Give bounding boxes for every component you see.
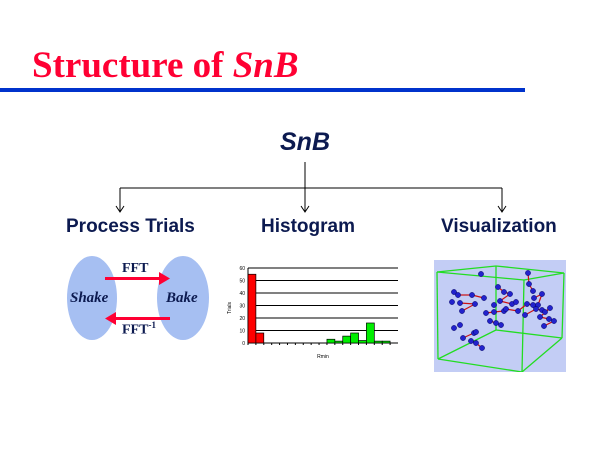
- atom: [459, 308, 465, 314]
- atom: [473, 329, 479, 335]
- molecule-visualization: [434, 260, 566, 372]
- branch-histogram: Histogram: [261, 216, 355, 237]
- box-edge: [437, 358, 523, 372]
- atom: [507, 291, 513, 297]
- y-axis-label: Trials: [227, 301, 233, 314]
- backward-arrow: [113, 317, 170, 320]
- histogram-bar: [381, 340, 391, 344]
- atom: [513, 299, 519, 305]
- bake-ellipse: [157, 256, 209, 340]
- atom: [478, 271, 484, 277]
- atom: [537, 314, 543, 320]
- box-edge: [521, 279, 525, 372]
- atom: [533, 306, 539, 312]
- box-edge: [561, 272, 565, 339]
- histogram-bar: [350, 332, 359, 344]
- forward-arrow: [105, 277, 163, 280]
- atom: [497, 298, 503, 304]
- atom: [525, 270, 531, 276]
- atom: [524, 301, 530, 307]
- atom: [451, 325, 457, 331]
- atom: [491, 309, 497, 315]
- atom: [451, 289, 457, 295]
- atom: [481, 295, 487, 301]
- fft-label: FFT: [122, 261, 149, 276]
- atom: [539, 291, 545, 297]
- box-edge: [495, 265, 565, 274]
- y-tick-label: 60: [239, 266, 245, 272]
- box-edge: [495, 329, 563, 339]
- x-axis-label: Rmin: [317, 354, 329, 360]
- box-edge: [521, 337, 563, 372]
- atom: [457, 322, 463, 328]
- atom: [493, 320, 499, 326]
- atom: [472, 301, 478, 307]
- atom: [460, 335, 466, 341]
- y-tick-label: 0: [242, 341, 245, 347]
- atom: [530, 288, 536, 294]
- atom: [498, 322, 504, 328]
- histogram-bar: [334, 340, 344, 344]
- histogram-bar: [366, 322, 375, 344]
- inverse-fft-sup: -1: [148, 320, 156, 330]
- bake-label: Bake: [166, 290, 198, 306]
- atom: [487, 318, 493, 324]
- inverse-fft-label: FFT-1: [122, 320, 156, 339]
- atom: [491, 302, 497, 308]
- box-edge: [437, 329, 497, 360]
- histogram-bar: [373, 340, 383, 344]
- atom: [469, 292, 475, 298]
- atom: [455, 292, 461, 298]
- atom: [479, 345, 485, 351]
- y-tick-label: 50: [239, 279, 245, 285]
- shake-ellipse: [67, 256, 117, 340]
- histogram-bar: [247, 273, 257, 344]
- atom: [495, 284, 501, 290]
- atom: [547, 305, 553, 311]
- atom: [551, 318, 557, 324]
- atom: [503, 306, 509, 312]
- atom: [522, 312, 528, 318]
- atom: [468, 338, 474, 344]
- inverse-fft-text: FFT: [122, 322, 149, 338]
- title-text: Structure of: [32, 45, 233, 86]
- box-edge: [436, 265, 497, 273]
- y-tick-label: 40: [239, 291, 245, 297]
- atom: [526, 281, 532, 287]
- box-edge: [523, 272, 565, 281]
- atom: [515, 308, 521, 314]
- atom: [473, 340, 479, 346]
- backward-arrowhead: [105, 312, 116, 325]
- histogram-bar: [255, 332, 265, 344]
- forward-arrowhead: [159, 272, 170, 285]
- viz-background: [434, 260, 566, 372]
- histogram-bar: [358, 340, 367, 344]
- atom: [483, 310, 489, 316]
- title-rule: [0, 88, 525, 92]
- atom: [531, 295, 537, 301]
- root-node: SnB: [280, 128, 330, 156]
- histogram-bar: [326, 338, 336, 344]
- atom: [542, 309, 548, 315]
- title-italic: SnB: [232, 45, 299, 86]
- y-tick-label: 30: [239, 304, 245, 310]
- slide-title: Structure of SnB: [32, 44, 299, 87]
- atom: [541, 323, 547, 329]
- atom: [457, 300, 463, 306]
- branch-visualization: Visualization: [441, 216, 557, 237]
- atom: [449, 299, 455, 305]
- atom: [546, 316, 552, 322]
- atom: [501, 289, 507, 295]
- y-tick-label: 20: [239, 316, 245, 322]
- y-tick-label: 10: [239, 329, 245, 335]
- histogram-bar: [342, 335, 351, 344]
- branch-process-trials: Process Trials: [66, 216, 195, 237]
- box-edge: [436, 271, 439, 360]
- shake-label: Shake: [70, 290, 109, 306]
